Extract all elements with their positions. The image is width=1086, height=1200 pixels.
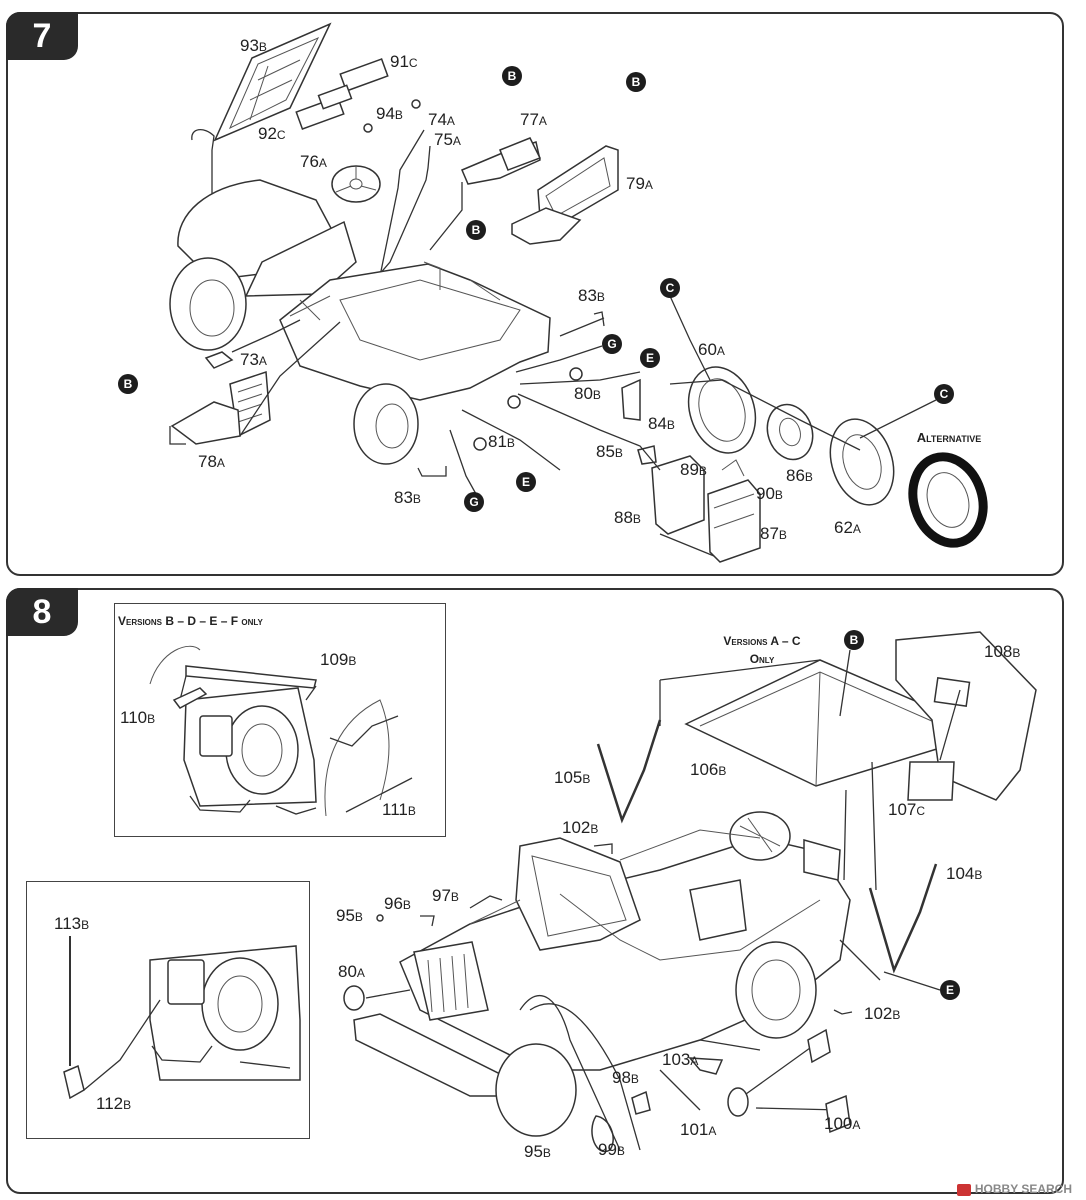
part-label: 84B: [648, 414, 675, 433]
step-8-badge: 8: [6, 588, 78, 636]
callout-g: G: [602, 334, 622, 354]
part-label: 102B: [562, 818, 599, 837]
part-label: 77A: [520, 110, 547, 129]
callout-c: C: [934, 384, 954, 404]
callout-g: G: [464, 492, 484, 512]
part-label: 101A: [680, 1120, 717, 1139]
part-label: 78A: [198, 452, 225, 471]
part-label: 80B: [574, 384, 601, 403]
seat-78-drawing: [169, 321, 341, 445]
part-label: 104B: [946, 864, 983, 883]
alternative-label: Alternative: [916, 430, 982, 445]
part-label: 96B: [384, 894, 411, 913]
part-label: 112B: [96, 1094, 132, 1113]
shovel-axe-drawing: [519, 995, 851, 1153]
callout-b: B: [844, 630, 864, 650]
part-label: 99B: [598, 1140, 625, 1159]
inset-antenna-drawing: [63, 936, 301, 1100]
rear-seat-79-drawing: [511, 145, 619, 245]
part-label: 80A: [338, 962, 365, 981]
part-label: 81B: [488, 432, 515, 451]
part-label: 76A: [300, 152, 327, 171]
callout-b: B: [626, 72, 646, 92]
step-8-number: 8: [32, 593, 52, 631]
callout-e: E: [516, 472, 536, 492]
part-label: 91C: [390, 52, 418, 71]
watermark: HOBBY SEARCH: [956, 1182, 1072, 1196]
part-label: 85B: [596, 442, 623, 461]
jeep-body-step8-drawing: [353, 811, 851, 1137]
hobby-search-logo-icon: [956, 1183, 971, 1196]
versions-ac-label-line1: Versions A – C: [723, 634, 801, 648]
part-label: 79A: [626, 174, 653, 193]
callout-c: C: [660, 278, 680, 298]
part-label: 74A: [428, 110, 455, 129]
callout-e: E: [940, 980, 960, 1000]
part-label: 102B: [864, 1004, 901, 1023]
part-label: 98B: [612, 1068, 639, 1087]
steering-wheel-drawing: [331, 165, 381, 203]
part-label: 60A: [698, 340, 725, 359]
part-label: 106B: [690, 760, 727, 779]
part-label: 92C: [258, 124, 286, 143]
inset-versions-label: Versions B – D – E – F only: [118, 614, 263, 628]
part-label: 87B: [760, 524, 787, 543]
versions-ac-label-line2: Only: [749, 652, 775, 666]
canvas-top-drawing: [659, 631, 1037, 801]
wheel-assembly-drawing: [669, 295, 988, 548]
part-label: 86B: [786, 466, 813, 485]
windshield-frame-drawing: [191, 22, 421, 290]
part-73-drawing: [204, 319, 301, 369]
callout-b: B: [466, 220, 486, 240]
part-label: 83B: [394, 488, 421, 507]
part-label: 95B: [336, 906, 363, 925]
part-label: 75A: [434, 130, 461, 149]
part-label: 89B: [680, 460, 707, 479]
part-label: 88B: [614, 508, 641, 527]
part-label: 103A: [662, 1050, 699, 1069]
jeep-body-step7-drawing: [169, 179, 551, 465]
part-label: 94B: [376, 104, 403, 123]
part-label: 113B: [54, 914, 90, 933]
part-label: 110B: [120, 708, 156, 727]
part-label: 97B: [432, 886, 459, 905]
part-label: 93B: [240, 36, 267, 55]
part-label: 95B: [524, 1142, 551, 1161]
seat-77-drawing: [429, 137, 542, 251]
part-label: 83B: [578, 286, 605, 305]
step-7-number: 7: [32, 17, 52, 55]
callout-b: B: [502, 66, 522, 86]
part-label: 62A: [834, 518, 861, 537]
part-label: 90B: [756, 484, 783, 503]
part-label: 100A: [824, 1114, 861, 1133]
part-label: 111B: [382, 800, 416, 819]
callout-e: E: [640, 348, 660, 368]
step-7-badge: 7: [6, 12, 78, 60]
part-label: 107C: [888, 800, 926, 819]
jerry-can-drawing: [461, 378, 761, 563]
part-label: 108B: [984, 642, 1021, 661]
part-label: 109B: [320, 650, 357, 669]
part-label: 73A: [240, 350, 267, 369]
inset-bdef-drawing: [149, 645, 413, 817]
part-label: 105B: [554, 768, 591, 787]
callout-b: B: [118, 374, 138, 394]
